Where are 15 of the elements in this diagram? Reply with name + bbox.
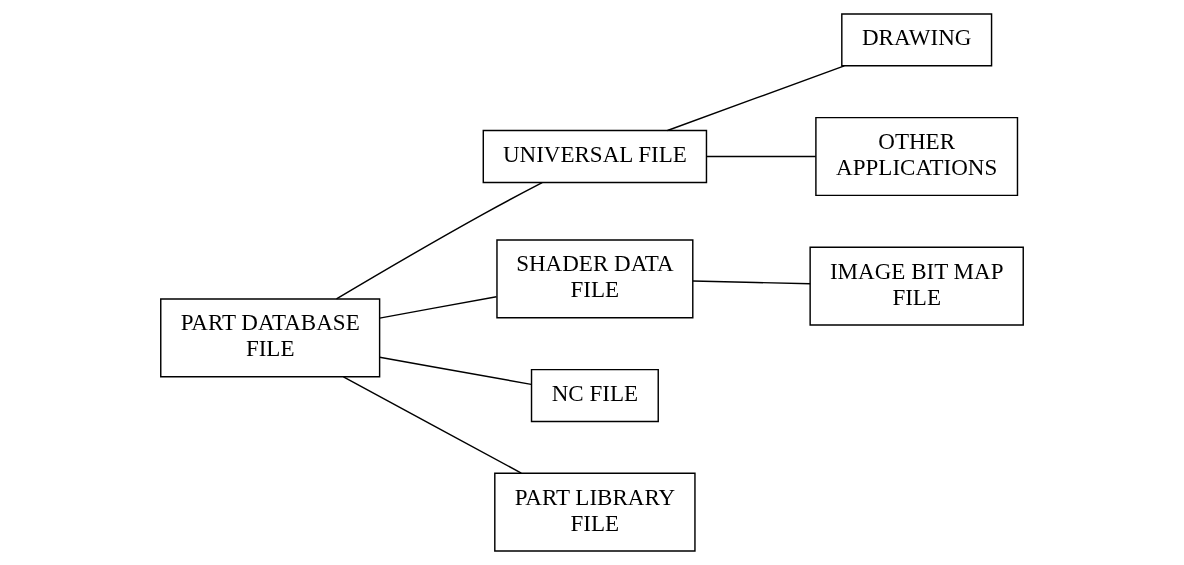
connector [378,356,532,386]
node-box: UNIVERSAL FILE [482,129,708,184]
node-box: IMAGE BIT MAP FILE [809,246,1024,326]
connector [335,181,543,300]
node-box: PART LIBRARY FILE [494,472,696,552]
connector [378,295,498,319]
node-box: OTHER APPLICATIONS [815,116,1019,197]
connector [705,155,817,158]
node-box: DRAWING [841,13,993,67]
connector [666,65,845,132]
connector [692,280,811,285]
node-box: PART DATABASE FILE [160,298,381,378]
node-box: NC FILE [530,368,659,423]
node-box: SHADER DATA FILE [496,239,694,319]
connector [342,376,522,474]
